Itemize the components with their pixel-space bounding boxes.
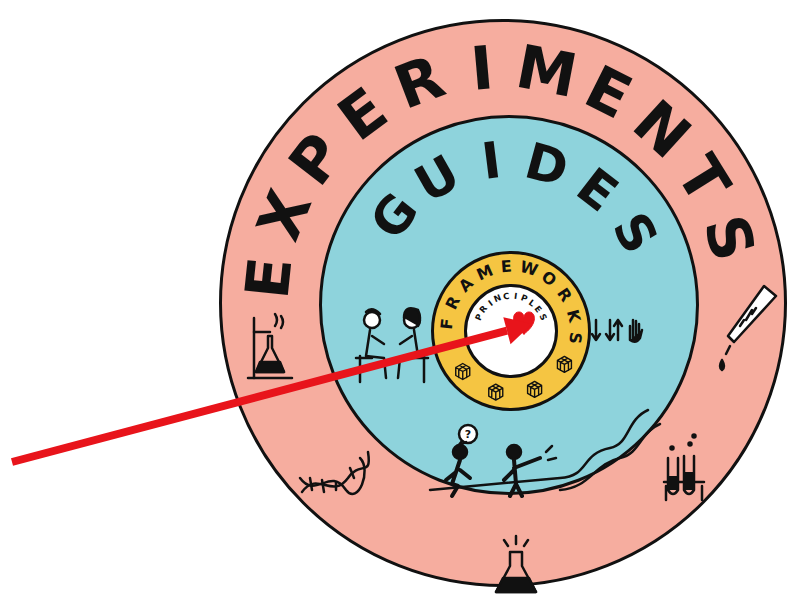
frameworks-ring: FRAMEWORKSPRINCIPLES <box>431 251 591 411</box>
framework-cubes <box>456 356 572 400</box>
principles-circle: PRINCIPLES <box>464 284 558 378</box>
circle-shape <box>221 21 786 586</box>
circle-shape <box>321 117 698 494</box>
title-letter: E <box>501 259 513 276</box>
experiments-ring: EXPERIMENTSGUIDESFRAMEWORKSPRINCIPLES <box>219 19 787 587</box>
title-letter: E <box>236 255 300 302</box>
cube-icon <box>456 363 470 379</box>
guide-figures <box>430 410 660 496</box>
circle-outline <box>464 284 558 378</box>
pointer-arrow <box>12 317 532 462</box>
heart-icon <box>514 312 535 334</box>
circle-shape <box>433 253 590 410</box>
guides-ring: GUIDESFRAMEWORKSPRINCIPLES <box>319 115 699 495</box>
circle-shape <box>466 286 557 377</box>
conversation-figures <box>356 308 428 382</box>
lab-stand-icon <box>248 314 292 378</box>
cube-icon <box>489 384 503 400</box>
dna-icon <box>300 452 369 494</box>
test-tubes-icon <box>664 435 704 501</box>
title-letter: F <box>439 318 456 331</box>
direction-symbols <box>592 320 642 342</box>
flask-icon <box>496 536 536 592</box>
title-letter: M <box>512 36 582 106</box>
pipette-icon <box>720 286 776 370</box>
cube-icon <box>557 356 571 372</box>
title-letter: S <box>566 331 583 344</box>
speech-bubble-text: ? <box>465 429 471 440</box>
cube-icon <box>528 381 542 397</box>
